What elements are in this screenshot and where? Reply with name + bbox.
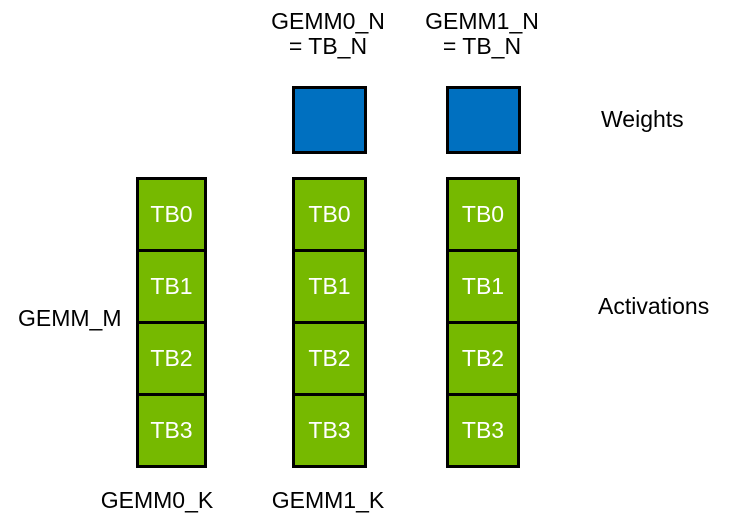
- weights-label: Weights: [601, 106, 684, 132]
- gemm0-n-line1: GEMM0_N: [271, 8, 385, 34]
- tb-block: TB3: [139, 396, 204, 465]
- gemm0-n-header-label: GEMM0_N = TB_N: [228, 9, 428, 59]
- gemm-m-label: GEMM_M: [18, 305, 122, 331]
- tb-block: TB2: [139, 324, 204, 393]
- tb-block: TB1: [139, 252, 204, 321]
- activation-column-0: TB0 TB1 TB2 TB3: [136, 177, 207, 468]
- activation-column-1: TB0 TB1 TB2 TB3: [292, 177, 367, 468]
- tb-block: TB0: [139, 180, 204, 249]
- tb-block: TB2: [449, 324, 517, 393]
- gemm0-n-line2: = TB_N: [288, 33, 368, 59]
- gemm1-n-line1: GEMM1_N: [425, 8, 539, 34]
- gemm1-n-line2: = TB_N: [442, 33, 522, 59]
- gemm0-weight-tile: [292, 86, 367, 154]
- tb-block: TB1: [295, 252, 364, 321]
- tb-block: TB3: [295, 396, 364, 465]
- tb-block: TB1: [449, 252, 517, 321]
- gemm0-k-label: GEMM0_K: [100, 487, 214, 513]
- tb-block: TB0: [449, 180, 517, 249]
- gemm1-n-header-label: GEMM1_N = TB_N: [382, 9, 582, 59]
- activation-column-2: TB0 TB1 TB2 TB3: [446, 177, 520, 468]
- gemm1-k-label: GEMM1_K: [271, 487, 385, 513]
- activations-label: Activations: [598, 293, 710, 319]
- tb-block: TB3: [449, 396, 517, 465]
- gemm1-weight-tile: [446, 86, 521, 154]
- tb-block: TB0: [295, 180, 364, 249]
- tb-block: TB2: [295, 324, 364, 393]
